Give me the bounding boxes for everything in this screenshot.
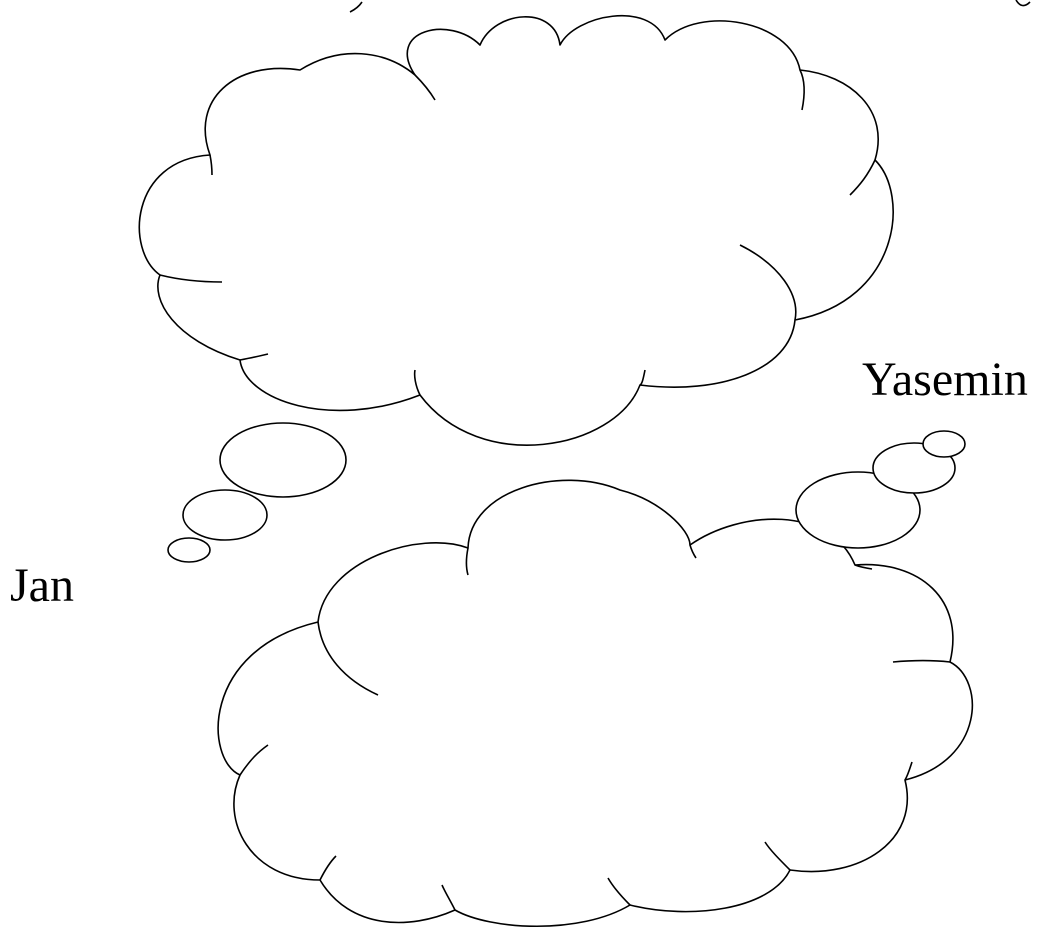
tail-bubble-medium <box>182 489 268 541</box>
cloud-top-outline <box>138 15 894 446</box>
cloud-top-inner-arc <box>414 74 436 101</box>
cloud-bottom-inner-arc <box>441 884 456 911</box>
speaker-label-jan: Jan <box>10 559 74 612</box>
cloud-top-inner-arc <box>799 69 805 111</box>
cloud-top-inner-arc <box>849 159 876 196</box>
cloud-bottom-inner-arc <box>689 544 697 559</box>
cloud-bottom-inner-arc <box>904 761 913 781</box>
cloud-top-inner-arc <box>413 369 421 396</box>
thought-tail-top <box>167 422 347 563</box>
cloud-top-inner-arc <box>209 154 213 176</box>
cloud-top-inner-arc <box>639 369 646 386</box>
cloud-bottom-outline <box>217 479 974 928</box>
thought-tail-bottom <box>795 430 966 549</box>
cloud-top-inner-arc <box>239 353 269 361</box>
thought-cloud-bottom <box>217 479 974 928</box>
cloud-bottom-inner-arc <box>892 659 951 663</box>
cloud-bottom-inner-arc <box>607 877 631 906</box>
cloud-bottom-inner-arc <box>764 841 791 871</box>
cloud-bottom-inner-arc <box>239 744 269 776</box>
tail-bubble-large <box>795 471 921 549</box>
cloud-top-inner-arc <box>159 274 223 283</box>
cloud-bottom-inner-arc <box>465 547 469 576</box>
speaker-label-yasemin: Yasemin <box>862 353 1028 406</box>
cloud-bottom-inner-arc <box>317 621 379 696</box>
tail-bubble-small <box>922 430 966 458</box>
clipped-top-text <box>349 0 1031 13</box>
thought-cloud-top <box>138 15 894 446</box>
cloud-bottom-inner-arc <box>854 564 873 570</box>
cloud-top-inner-arc <box>739 244 797 321</box>
cloud-bottom-inner-arc <box>319 855 337 881</box>
tail-bubble-large <box>219 422 347 498</box>
tail-bubble-small <box>167 537 211 563</box>
